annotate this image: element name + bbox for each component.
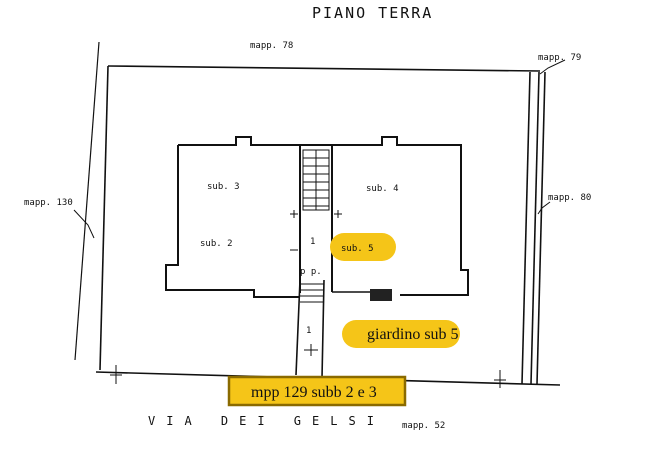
stair-rail-box	[370, 289, 392, 301]
plan-title: PIANO TERRA	[312, 4, 433, 22]
mpp129-label: mpp 129 subb 2 e 3	[251, 384, 377, 401]
label-mapp-80: mapp. 80	[548, 193, 591, 203]
label-mapp-79: mapp. 79	[538, 53, 581, 63]
lot-boundary	[74, 41, 561, 388]
sub5-highlight: sub. 5	[330, 233, 396, 261]
building-outline	[165, 136, 469, 301]
label-sub-3: sub. 3	[207, 182, 240, 192]
giardino-label: giardino sub 5	[367, 326, 459, 343]
label-sub-4: sub. 4	[366, 184, 399, 194]
label-mapp-52: mapp. 52	[402, 421, 445, 431]
leader-lines	[73, 59, 566, 239]
label-corridor-1: 1	[306, 326, 311, 336]
label-stair-1: 1	[310, 237, 315, 247]
label-sub-2: sub. 2	[200, 239, 233, 249]
staircase	[302, 149, 330, 211]
label-mapp-78: mapp. 78	[250, 41, 293, 51]
mpp129-highlight: mpp 129 subb 2 e 3	[227, 375, 407, 407]
street-name: VIA DEI GELSI	[148, 414, 385, 428]
label-pp: p p.	[300, 267, 322, 277]
sub5-label: sub. 5	[341, 244, 374, 254]
giardino-highlight: giardino sub 5	[342, 320, 460, 348]
entrance-corridor	[295, 279, 325, 379]
label-mapp-130: mapp. 130	[24, 198, 73, 208]
